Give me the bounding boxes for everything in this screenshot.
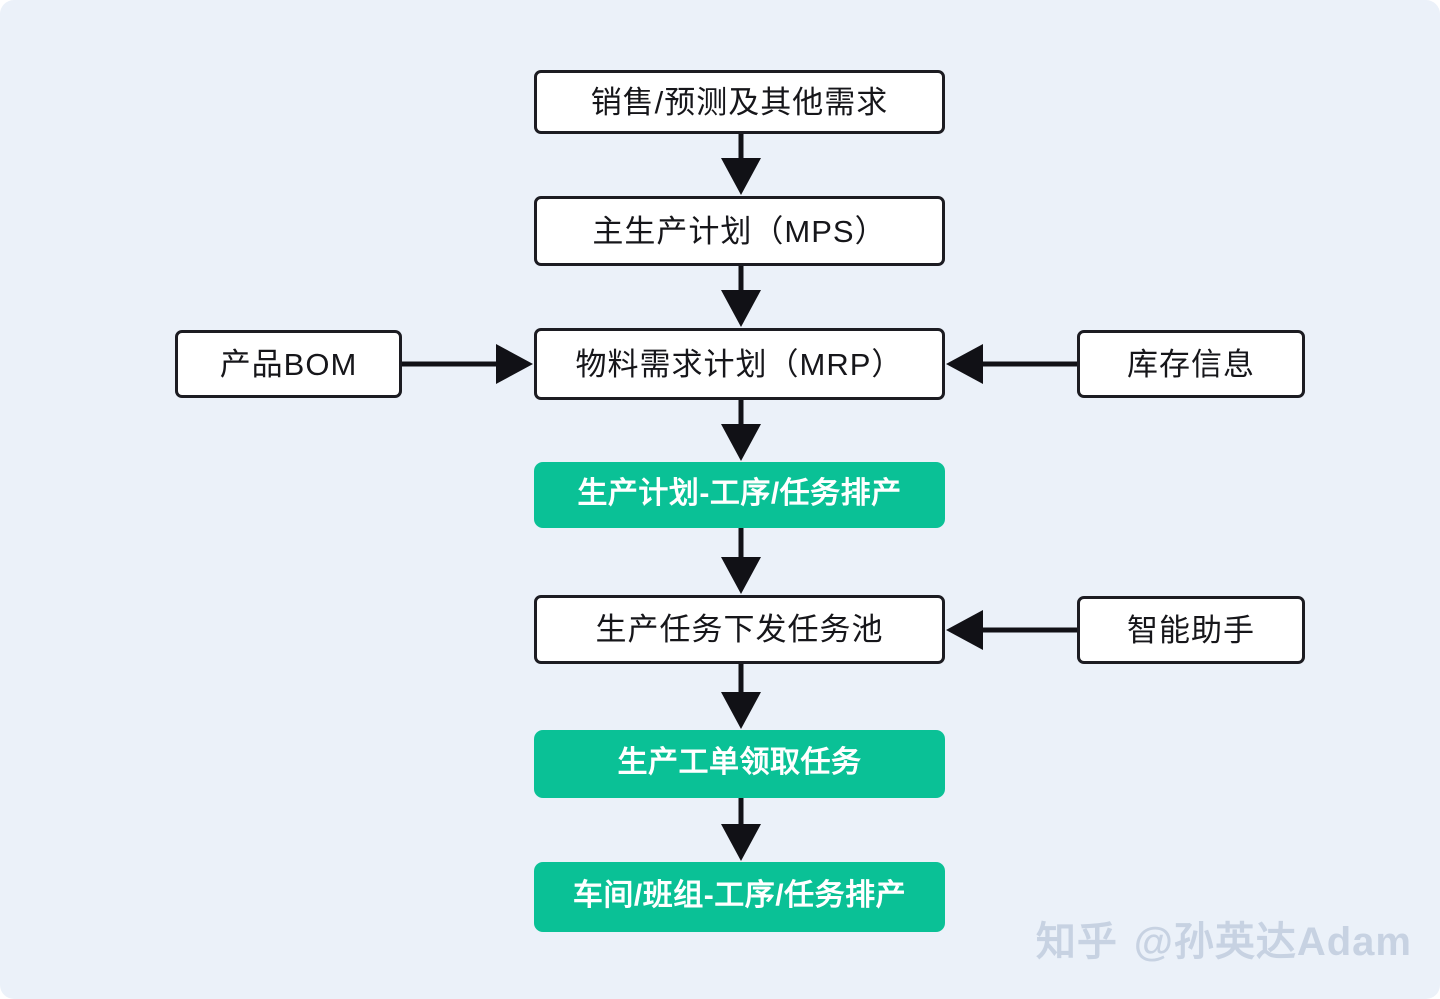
node-task-pool-label: 生产任务下发任务池 xyxy=(595,612,884,647)
node-demand-label: 销售/预测及其他需求 xyxy=(590,84,889,120)
node-mrp[interactable]: 物料需求计划（MRP） xyxy=(534,328,945,400)
node-inventory-info-label: 库存信息 xyxy=(1127,346,1255,382)
node-mrp-label: 物料需求计划（MRP） xyxy=(575,346,904,382)
node-smart-assistant[interactable]: 智能助手 xyxy=(1077,596,1305,664)
node-inventory-info[interactable]: 库存信息 xyxy=(1077,330,1305,398)
node-mps-label: 主生产计划（MPS） xyxy=(592,213,887,249)
node-task-pool[interactable]: 生产任务下发任务池 xyxy=(534,595,945,664)
node-product-bom[interactable]: 产品BOM xyxy=(175,330,402,398)
node-production-plan-schedule-label: 生产计划-工序/任务排产 xyxy=(577,477,902,510)
node-smart-assistant-label: 智能助手 xyxy=(1127,612,1255,648)
node-work-order-claim[interactable]: 生产工单领取任务 xyxy=(534,730,945,798)
node-work-order-claim-label: 生产工单领取任务 xyxy=(617,746,862,779)
node-production-plan-schedule[interactable]: 生产计划-工序/任务排产 xyxy=(534,462,945,528)
node-workshop-team-schedule-label: 车间/班组-工序/任务排产 xyxy=(572,879,907,912)
node-mps[interactable]: 主生产计划（MPS） xyxy=(534,196,945,266)
node-product-bom-label: 产品BOM xyxy=(219,346,358,382)
node-demand[interactable]: 销售/预测及其他需求 xyxy=(534,70,945,134)
node-workshop-team-schedule[interactable]: 车间/班组-工序/任务排产 xyxy=(534,862,945,932)
